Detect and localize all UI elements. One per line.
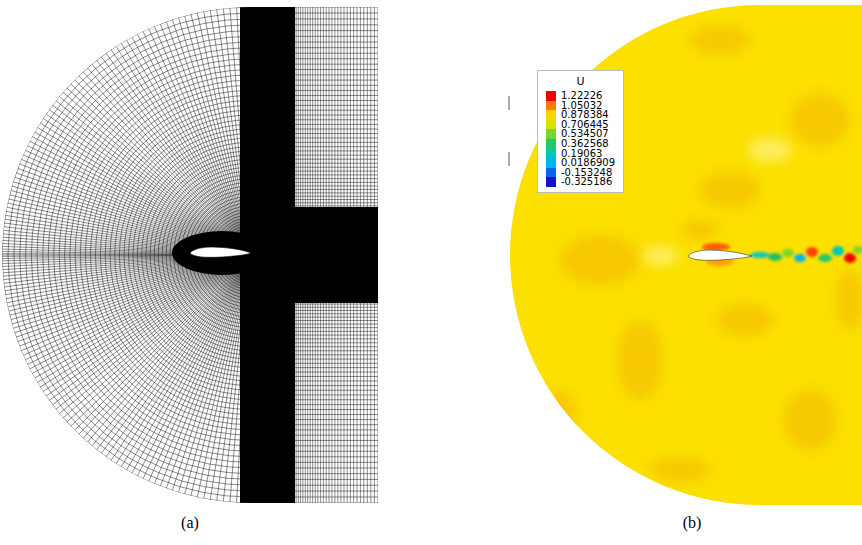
legend-row: 1.05032 [546, 101, 615, 111]
panel-label: (b) [683, 514, 702, 532]
legend-swatch [546, 177, 556, 187]
legend-value: -0.153248 [561, 168, 612, 178]
legend-row: 0.0186909 [546, 158, 615, 168]
legend-swatch [546, 91, 556, 101]
legend-swatch [546, 168, 556, 178]
legend-swatch [546, 110, 556, 120]
legend-swatch [546, 149, 556, 159]
legend-row: 0.362568 [546, 139, 615, 149]
legend-value: 0.534507 [561, 129, 609, 139]
legend-row: -0.153248 [546, 168, 615, 178]
legend-swatch [546, 158, 556, 168]
legend-value: 0.0186909 [561, 158, 615, 168]
dense-mesh [172, 231, 272, 275]
legend-row: 0.706445 [546, 120, 615, 130]
velocity-contour [500, 0, 862, 545]
legend-swatch [546, 101, 556, 111]
mesh-lines [2, 0, 378, 545]
mesh-grid [2, 0, 378, 545]
airfoil [190, 247, 251, 257]
tick-mark [509, 152, 510, 166]
dense-mesh [295, 207, 378, 303]
legend-swatch [546, 139, 556, 149]
legend-value: 1.05032 [561, 101, 602, 111]
legend-value: 0.362568 [561, 139, 609, 149]
dense-mesh [240, 0, 295, 545]
legend-row: 0.878384 [546, 110, 615, 120]
legend-value: -0.325186 [561, 177, 612, 187]
legend-value: 0.19063 [561, 149, 602, 159]
legend-swatch [546, 120, 556, 130]
legend-row: 0.534507 [546, 129, 615, 139]
legend-title: U [546, 75, 615, 88]
legend-value: 1.22226 [561, 91, 602, 101]
legend-value: 0.706445 [561, 120, 609, 130]
airfoil [688, 250, 752, 260]
color-legend: U1.222261.050320.8783840.7064450.5345070… [537, 70, 624, 193]
legend-value: 0.878384 [561, 110, 609, 120]
legend-row: 1.22226 [546, 91, 615, 101]
panel-label: (a) [181, 514, 199, 532]
legend-swatch [546, 129, 556, 139]
legend-row: -0.325186 [546, 177, 615, 187]
tick-mark [509, 96, 510, 110]
legend-row: 0.19063 [546, 149, 615, 159]
